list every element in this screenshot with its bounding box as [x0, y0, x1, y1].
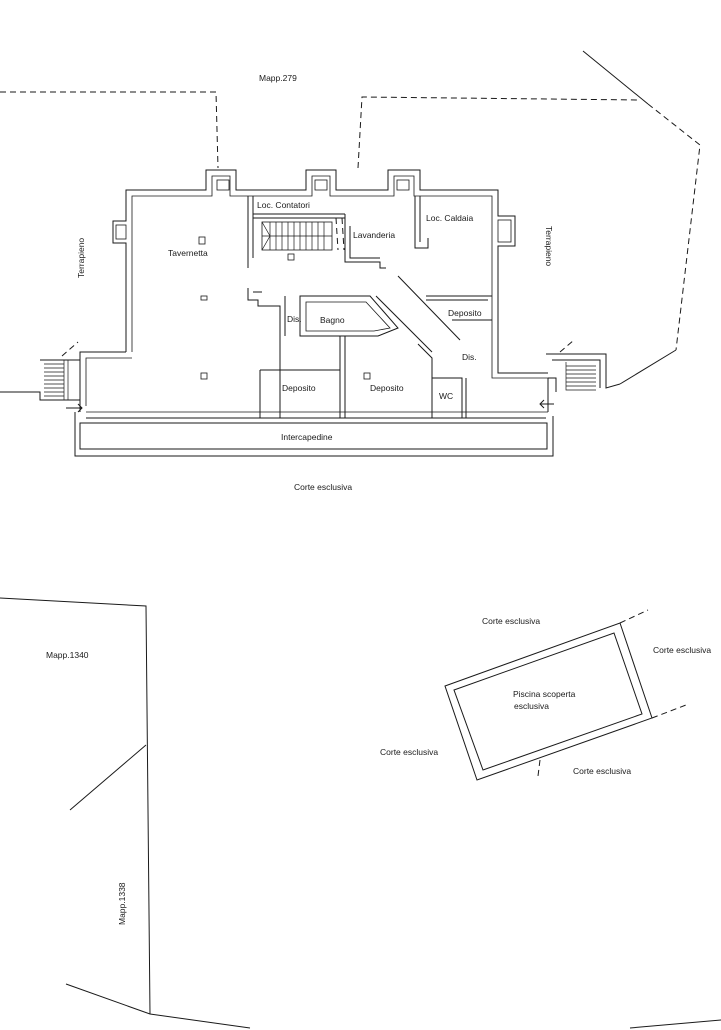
label-deposito-1: Deposito: [448, 308, 482, 318]
right-external-staircase: [539, 339, 677, 409]
pool-outline: [444, 609, 687, 781]
label-dis-2: Dis.: [462, 352, 477, 362]
label-mapp-1338: Mapp.1338: [117, 882, 127, 925]
interior-staircase: [261, 217, 345, 251]
label-loc-caldaia: Loc. Caldaia: [426, 213, 474, 223]
left-external-staircase: [0, 341, 83, 413]
label-intercapedine: Intercapedine: [281, 432, 333, 442]
column-markers: [198, 236, 371, 380]
label-wc: WC: [439, 391, 453, 401]
label-tavernetta: Tavernetta: [168, 248, 208, 258]
label-bagno: Bagno: [320, 315, 345, 325]
building-outer-walls: [74, 169, 554, 457]
boundary-lines-top: [0, 50, 701, 351]
label-loc-contatori: Loc. Contatori: [257, 200, 310, 210]
label-deposito-3: Deposito: [370, 383, 404, 393]
label-piscina-line1: Piscina scoperta: [513, 689, 576, 699]
label-dis-1: Dis.: [287, 314, 302, 324]
label-corte-top: Corte esclusiva: [482, 616, 540, 626]
interior-walls: [247, 196, 492, 418]
room-labels: Mapp.279 Loc. Contatori Lavanderia Loc. …: [76, 73, 554, 492]
label-terrapieno-left: Terrapieno: [76, 238, 86, 278]
label-corte-left: Corte esclusiva: [380, 747, 438, 757]
label-deposito-2: Deposito: [282, 383, 316, 393]
label-mapp-1340: Mapp.1340: [46, 650, 89, 660]
label-piscina-line2: esclusiva: [514, 701, 549, 711]
site-boundary-lower-left: [0, 597, 721, 1029]
label-lavanderia: Lavanderia: [353, 230, 395, 240]
label-corte-bottom: Corte esclusiva: [573, 766, 631, 776]
label-corte-right: Corte esclusiva: [653, 645, 711, 655]
label-corte-main: Corte esclusiva: [294, 482, 352, 492]
label-terrapieno-right: Terrapieno: [544, 226, 554, 266]
label-mapp-279: Mapp.279: [259, 73, 297, 83]
site-labels: Mapp.1340 Mapp.1338 Corte esclusiva Cort…: [46, 616, 711, 925]
